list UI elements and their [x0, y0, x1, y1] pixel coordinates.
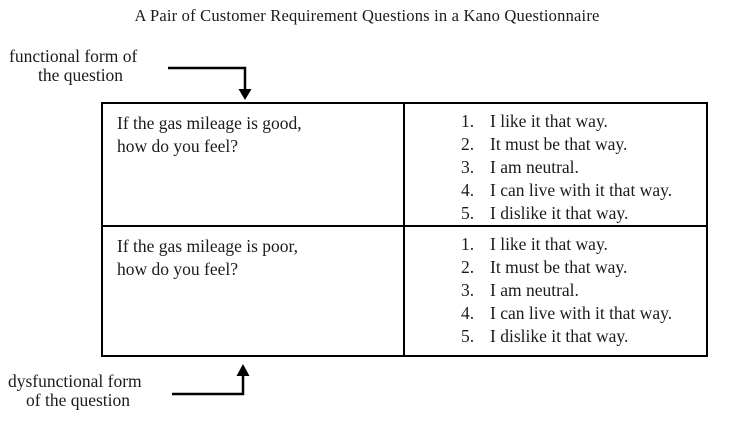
option-item: 2. It must be that way.: [461, 133, 706, 156]
functional-form-label-line1: functional form of: [9, 46, 138, 66]
option-text: I dislike it that way.: [490, 326, 629, 346]
option-text: I am neutral.: [490, 157, 579, 177]
option-item: 2. It must be that way.: [461, 256, 706, 279]
option-item: 1. I like it that way.: [461, 233, 706, 256]
question-text-line2: how do you feel?: [117, 259, 239, 279]
option-number: 5.: [461, 326, 475, 346]
question-cell-functional: If the gas mileage is good, how do you f…: [103, 104, 405, 225]
option-item: 4. I can live with it that way.: [461, 302, 706, 325]
option-number: 5.: [461, 203, 475, 223]
option-item: 3. I am neutral.: [461, 156, 706, 179]
option-item: 3. I am neutral.: [461, 279, 706, 302]
option-number: 3.: [461, 280, 475, 300]
question-cell-dysfunctional: If the gas mileage is poor, how do you f…: [103, 227, 405, 355]
option-text: It must be that way.: [490, 257, 628, 277]
options-cell-functional: 1. I like it that way. 2. It must be tha…: [405, 104, 706, 225]
option-number: 1.: [461, 111, 475, 131]
option-text: I dislike it that way.: [490, 203, 629, 223]
option-number: 4.: [461, 180, 475, 200]
option-item: 5. I dislike it that way.: [461, 202, 706, 225]
option-text: I can live with it that way.: [490, 303, 673, 323]
option-number: 4.: [461, 303, 475, 323]
dysfunctional-form-label-line1: dysfunctional form: [8, 371, 142, 391]
functional-arrow-line: [168, 66, 247, 91]
question-table: If the gas mileage is good, how do you f…: [101, 102, 708, 357]
option-number: 3.: [461, 157, 475, 177]
question-text-line1: If the gas mileage is poor,: [117, 236, 299, 256]
figure-title: A Pair of Customer Requirement Questions…: [134, 6, 600, 25]
question-text-line1: If the gas mileage is good,: [117, 113, 302, 133]
option-text: It must be that way.: [490, 134, 628, 154]
option-text: I like it that way.: [490, 111, 608, 131]
table-row-functional: If the gas mileage is good, how do you f…: [103, 104, 706, 227]
functional-form-label: functional form of the question: [9, 47, 137, 85]
option-item: 5. I dislike it that way.: [461, 325, 706, 348]
functional-form-label-line2: the question: [38, 65, 124, 85]
dysfunctional-form-label: dysfunctional form of the question: [8, 372, 142, 410]
dysfunctional-arrow-head: [236, 364, 250, 376]
dysfunctional-form-label-line2: of the question: [26, 390, 131, 410]
table-row-dysfunctional: If the gas mileage is poor, how do you f…: [103, 227, 706, 355]
dysfunctional-arrow-line: [172, 374, 245, 396]
option-number: 2.: [461, 134, 475, 154]
option-number: 2.: [461, 257, 475, 277]
options-cell-dysfunctional: 1. I like it that way. 2. It must be tha…: [405, 227, 706, 355]
functional-arrow-head: [238, 89, 252, 100]
option-item: 1. I like it that way.: [461, 110, 706, 133]
option-text: I can live with it that way.: [490, 180, 673, 200]
option-number: 1.: [461, 234, 475, 254]
option-item: 4. I can live with it that way.: [461, 179, 706, 202]
option-text: I like it that way.: [490, 234, 608, 254]
option-text: I am neutral.: [490, 280, 579, 300]
question-text-line2: how do you feel?: [117, 136, 239, 156]
